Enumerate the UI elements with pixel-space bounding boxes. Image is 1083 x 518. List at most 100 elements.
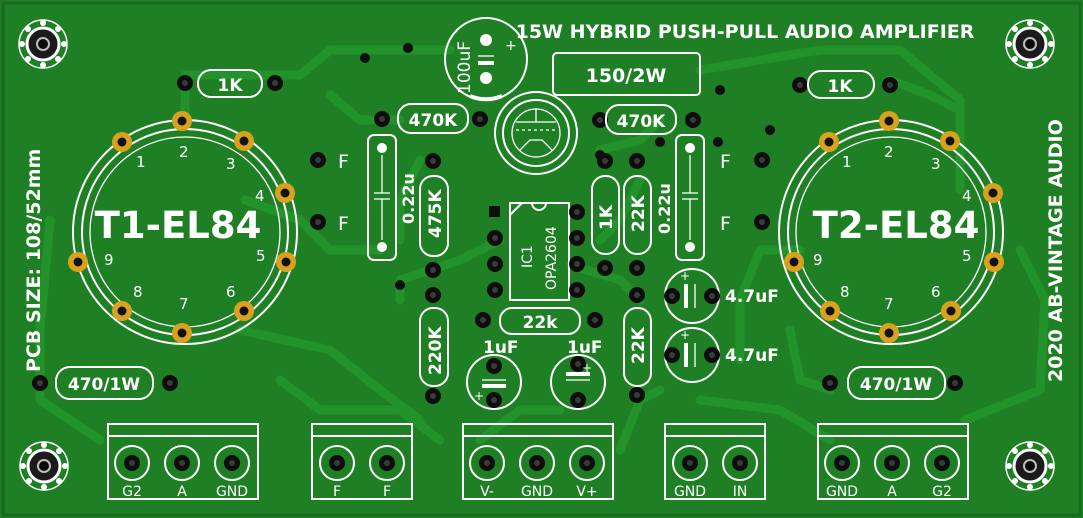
credit-label: 2020 AB-VINTAGE AUDIO — [1045, 119, 1067, 382]
mounting-hole-top-right — [1004, 18, 1056, 70]
svg-text:22K: 22K — [629, 326, 649, 364]
resistor-150-2w: 150/2W — [552, 52, 701, 96]
vias — [360, 43, 775, 290]
svg-text:IN: IN — [733, 484, 748, 500]
resistor-470k-right: 470K — [592, 104, 701, 135]
svg-text:2: 2 — [179, 143, 189, 161]
capacitor-1uf-a: + 1uF — [466, 338, 522, 410]
svg-text:+: + — [582, 361, 592, 375]
svg-text:150/2W: 150/2W — [586, 65, 667, 87]
svg-text:22k: 22k — [523, 313, 559, 333]
connector-output-left: G2 A GND — [107, 423, 259, 500]
svg-text:GND: GND — [674, 484, 706, 500]
resistor-22k-c: 22K — [623, 287, 652, 403]
svg-text:F: F — [333, 484, 341, 500]
svg-text:F: F — [338, 151, 349, 173]
svg-text:1K: 1K — [597, 204, 617, 230]
svg-text:2: 2 — [884, 143, 894, 161]
svg-text:9: 9 — [813, 251, 823, 269]
svg-text:0.22u: 0.22u — [655, 183, 674, 234]
svg-text:475K: 475K — [426, 189, 446, 238]
capacitor-022-right: 0.22u — [655, 134, 705, 261]
svg-text:F: F — [720, 213, 731, 235]
svg-text:5: 5 — [962, 247, 972, 265]
resistor-1k-left: 1K — [177, 69, 283, 98]
svg-text:6: 6 — [226, 283, 236, 301]
svg-text:1: 1 — [136, 153, 146, 171]
svg-text:1K: 1K — [217, 76, 243, 96]
svg-text:220K: 220K — [426, 326, 446, 375]
svg-text:9: 9 — [104, 251, 114, 269]
connector-output-right: GND A G2 — [817, 423, 969, 500]
pcb-size-label: PCB SIZE: 108/52mm — [23, 149, 45, 372]
svg-text:IC1: IC1 — [520, 245, 536, 268]
svg-text:V+: V+ — [576, 484, 597, 500]
svg-text:7: 7 — [179, 295, 189, 313]
capacitor-47uf-b: + 4.7uF — [664, 327, 779, 383]
tube-label-left: T1-EL84 — [95, 204, 262, 247]
svg-text:4: 4 — [962, 187, 972, 205]
capacitor-1uf-b: + 1uF — [550, 338, 606, 410]
board-title: 15W HYBRID PUSH-PULL AUDIO AMPLIFIER — [516, 21, 975, 43]
svg-text:G2: G2 — [122, 484, 142, 500]
capacitor-47uf-a: + 4.7uF — [664, 268, 779, 324]
connector-filament: F F — [311, 423, 413, 500]
svg-text:1: 1 — [842, 153, 852, 171]
svg-text:V-: V- — [480, 484, 494, 500]
svg-text:OPA2604: OPA2604 — [544, 226, 560, 290]
tube-socket-right: T2-EL84 1 2 3 4 5 6 7 8 9 — [778, 111, 1004, 345]
connector-input: GND IN — [664, 423, 766, 500]
resistor-1k-right: 1K — [792, 70, 898, 99]
svg-text:1uF: 1uF — [483, 338, 519, 358]
mounting-hole-top-left — [17, 18, 69, 70]
svg-text:F: F — [338, 213, 349, 235]
svg-text:8: 8 — [840, 283, 850, 301]
svg-text:F: F — [383, 484, 391, 500]
svg-text:GND: GND — [216, 484, 248, 500]
svg-text:+: + — [505, 38, 517, 54]
svg-text:G2: G2 — [932, 484, 952, 500]
svg-text:A: A — [887, 484, 897, 500]
svg-text:8: 8 — [133, 283, 143, 301]
svg-text:5: 5 — [256, 247, 266, 265]
resistor-220k: 220K — [419, 287, 449, 404]
svg-text:4.7uF: 4.7uF — [725, 287, 779, 307]
svg-text:A: A — [177, 484, 187, 500]
resistor-22k-b: 22k — [475, 307, 603, 335]
mounting-hole-bottom-left — [18, 440, 70, 492]
capacitor-100uf: 100uF + — [444, 17, 528, 102]
svg-text:470/1W: 470/1W — [860, 375, 933, 395]
svg-text:+: + — [474, 389, 484, 403]
ic-opa2604: IC1 OPA2604 — [487, 202, 585, 301]
svg-text:6: 6 — [931, 283, 941, 301]
filament-markers: F F F F — [310, 151, 770, 235]
capacitor-022-left: 0.22u — [367, 134, 418, 261]
tube-socket-left: T1-EL84 1 2 3 4 5 6 7 8 9 — [68, 111, 298, 345]
svg-text:22K: 22K — [629, 194, 649, 232]
resistor-470k-left: 470K — [374, 103, 488, 134]
mounting-hole-bottom-right — [1004, 440, 1056, 492]
svg-text:+: + — [680, 328, 690, 342]
svg-text:3: 3 — [931, 155, 941, 173]
svg-text:+: + — [680, 269, 690, 283]
svg-text:0.22u: 0.22u — [399, 173, 418, 224]
svg-text:F: F — [720, 151, 731, 173]
svg-text:7: 7 — [884, 295, 894, 313]
svg-text:GND: GND — [826, 484, 858, 500]
svg-text:3: 3 — [226, 155, 236, 173]
resistor-470-1w-right: 470/1W — [822, 366, 963, 400]
tube-label-right: T2-EL84 — [813, 204, 980, 247]
connector-power: V- GND V+ — [462, 423, 614, 500]
svg-text:1K: 1K — [827, 77, 853, 97]
resistor-470-1w-left: 470/1W — [32, 366, 178, 400]
svg-text:4: 4 — [255, 187, 265, 205]
svg-text:470K: 470K — [409, 111, 458, 131]
svg-text:4.7uF: 4.7uF — [725, 346, 779, 366]
resistor-1k-mid: 1K — [591, 153, 620, 276]
svg-text:470/1W: 470/1W — [68, 375, 141, 395]
svg-text:1uF: 1uF — [567, 338, 603, 358]
resistor-475k: 475K — [419, 153, 449, 278]
